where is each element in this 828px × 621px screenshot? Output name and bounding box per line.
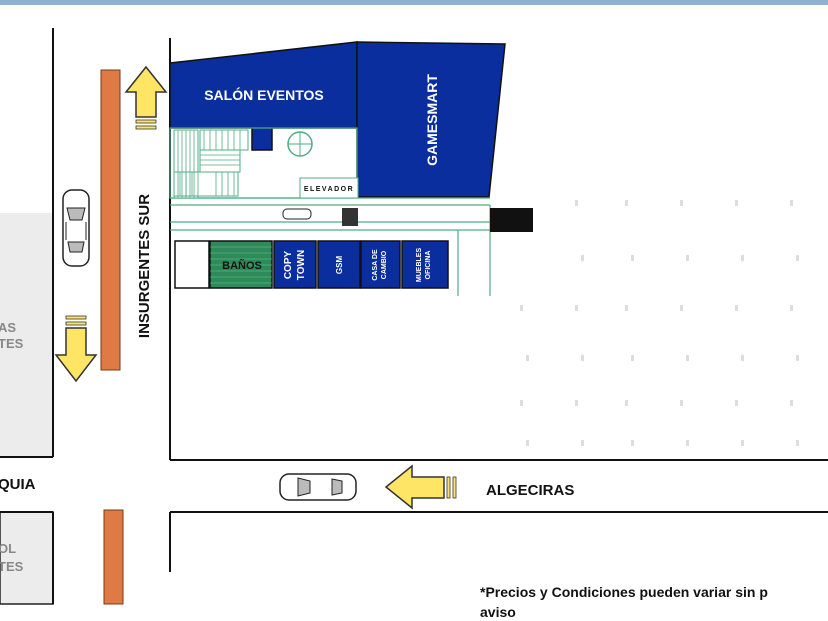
gamesmart-label: GAMESMART bbox=[424, 74, 440, 166]
parking-marker bbox=[625, 200, 628, 206]
parking-marker bbox=[680, 400, 683, 406]
parking-marker bbox=[741, 355, 744, 361]
median-strip bbox=[100, 69, 121, 371]
parking-marker bbox=[526, 440, 529, 446]
parking-marker bbox=[581, 355, 584, 361]
parking-marker bbox=[735, 400, 738, 406]
parking-marker bbox=[575, 400, 578, 406]
unit-banos bbox=[209, 240, 273, 289]
parking-marker bbox=[686, 255, 689, 261]
copy-town-label-2: TOWN bbox=[296, 250, 307, 280]
algeciras-label: ALGECIRAS bbox=[486, 482, 574, 499]
left-block-bottom-label-2: TES bbox=[0, 559, 24, 574]
parking-marker bbox=[790, 400, 793, 406]
parking-marker bbox=[631, 440, 634, 446]
parking-marker bbox=[796, 255, 799, 261]
parking-marker bbox=[680, 200, 683, 206]
left-block-bottom-label-1: OL bbox=[0, 541, 16, 556]
insurgentes-sur-label: INSURGENTES SUR bbox=[136, 194, 153, 338]
stairs bbox=[173, 129, 249, 199]
parking-marker bbox=[741, 440, 744, 446]
arrow-down-icon bbox=[54, 315, 98, 383]
stair-steps bbox=[177, 130, 241, 198]
left-block-top-label-1: AS bbox=[0, 320, 16, 335]
parking-marker bbox=[741, 255, 744, 261]
gsm-label: GSM bbox=[335, 256, 344, 275]
elevator-label: ELEVADOR bbox=[304, 186, 354, 193]
parking-marker bbox=[520, 400, 523, 406]
arrow-up-icon bbox=[124, 65, 168, 130]
parking-lot-markers bbox=[520, 200, 799, 446]
arrow-left-icon bbox=[384, 464, 457, 510]
parking-marker bbox=[581, 440, 584, 446]
parking-marker bbox=[520, 305, 523, 311]
parking-marker bbox=[686, 355, 689, 361]
car-icon-parking bbox=[282, 208, 312, 220]
ramp-block bbox=[342, 208, 358, 226]
left-block-bottom bbox=[0, 511, 54, 605]
interior-corridors bbox=[169, 127, 491, 296]
parking-marker bbox=[575, 200, 578, 206]
banos-label: BAÑOS bbox=[222, 259, 262, 272]
unit-muebles-oficina bbox=[401, 240, 449, 289]
casa-de-cambio-label-1: CASA DE bbox=[372, 249, 379, 281]
median-strip-bottom bbox=[103, 509, 124, 605]
unit-empty bbox=[174, 240, 210, 289]
unit-copy-town bbox=[273, 240, 317, 289]
parking-marker bbox=[625, 305, 628, 311]
unit-casa-de-cambio bbox=[360, 240, 401, 289]
parking-marker bbox=[790, 200, 793, 206]
footer-note-line1: *Precios y Condiciones pueden variar sin… bbox=[480, 584, 768, 600]
parking-marker bbox=[790, 305, 793, 311]
parking-marker bbox=[631, 255, 634, 261]
parking-marker bbox=[735, 305, 738, 311]
car-icon-street bbox=[279, 473, 357, 501]
muebles-oficina-label-1: MUEBLES bbox=[416, 248, 423, 283]
parking-marker bbox=[581, 255, 584, 261]
cross-street-left-label: QUIA bbox=[0, 476, 36, 493]
parking-marker bbox=[526, 355, 529, 361]
left-block-top bbox=[0, 213, 53, 457]
muebles-oficina-label-2: OFICINA bbox=[425, 251, 432, 280]
footer-note-line2: aviso bbox=[480, 604, 516, 620]
parking-marker bbox=[575, 305, 578, 311]
elevator-box bbox=[299, 177, 359, 199]
top-bar bbox=[0, 0, 828, 5]
parking-marker bbox=[686, 440, 689, 446]
casa-de-cambio-label-2: CAMBIO bbox=[381, 250, 388, 279]
copy-town-label-1: COPY bbox=[283, 251, 294, 280]
parking-marker bbox=[735, 200, 738, 206]
parking-marker bbox=[796, 440, 799, 446]
car-icon bbox=[62, 189, 90, 267]
unit-gsm bbox=[317, 240, 361, 289]
parking-marker bbox=[625, 400, 628, 406]
salon-eventos-label: SALÓN EVENTOS bbox=[204, 86, 324, 103]
left-block-top-label-2: TES bbox=[0, 336, 24, 351]
parking-marker bbox=[680, 305, 683, 311]
entrance-block bbox=[490, 208, 533, 232]
parking-marker bbox=[631, 355, 634, 361]
parking-marker bbox=[796, 355, 799, 361]
